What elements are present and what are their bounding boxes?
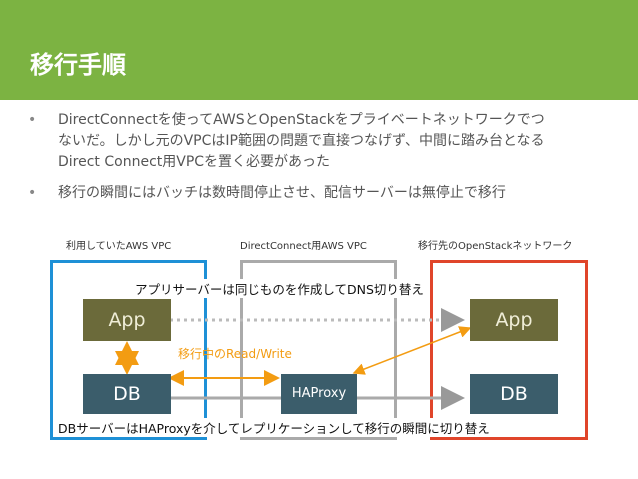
bullet-line: DirectConnectを使ってAWSとOpenStackをプライベートネット… [58,112,545,128]
app-switch-annotation: アプリサーバーは同じものを作成してDNS切り替え [133,279,426,298]
bullet-line: ないだ。しかし元のVPCはIP範囲の問題で直接つなげず、中間に踏み台となる [58,133,545,149]
right-app-server: App [470,299,558,341]
left-db-server: DB [83,374,171,414]
left-vpc-region [50,260,207,440]
right-network-label: 移行先のOpenStackネットワーク [418,241,573,252]
left-vpc-label: 利用していたAWS VPC [66,241,172,252]
bullet-item: • DirectConnectを使ってAWSとOpenStackをプライベートネ… [28,110,618,173]
haproxy-app-read-write-arrow [352,326,472,375]
bullet-line: Direct Connect用VPCを置く必要があった [58,154,331,170]
db-replication-annotation: DBサーバーはHAProxyを介してレプリケーションして移行の瞬間に切り替え [56,418,492,437]
middle-vpc-label: DirectConnect用AWS VPC [240,241,367,252]
slide-title: 移行手順 [30,51,126,79]
haproxy-node: HAProxy [281,374,357,414]
bullet-dot-icon: • [28,112,37,128]
read-write-annotation: 移行中のRead/Write [178,347,292,361]
bullet-list: • DirectConnectを使ってAWSとOpenStackをプライベートネ… [28,110,618,214]
bullet-item: • 移行の瞬間にはバッチは数時間停止させ、配信サーバーは無停止で移行 [28,183,618,204]
title-bar [0,0,638,100]
bullet-line: 移行の瞬間にはバッチは数時間停止させ、配信サーバーは無停止で移行 [58,185,506,201]
right-db-server: DB [470,374,558,414]
left-app-server: App [83,299,171,341]
bullet-dot-icon: • [28,185,37,201]
